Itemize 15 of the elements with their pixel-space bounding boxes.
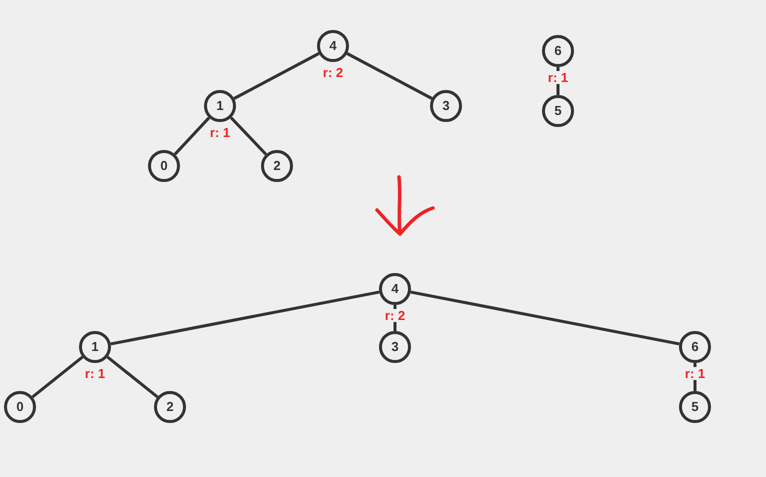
tree-edge xyxy=(32,356,84,398)
rank-label: r: 1 xyxy=(208,126,232,139)
tree-edge xyxy=(556,67,560,95)
rank-label: r: 1 xyxy=(546,71,570,84)
tree-edge xyxy=(110,290,380,346)
rank-label: r: 1 xyxy=(84,367,106,380)
tree-edge xyxy=(410,290,680,346)
rank-label: r: 2 xyxy=(322,66,344,79)
rank-label: r: 1 xyxy=(684,367,706,380)
tree-edge xyxy=(394,305,396,331)
tree-edge xyxy=(230,116,268,156)
rank-label: r: 2 xyxy=(384,309,406,322)
tree-edge xyxy=(694,363,696,391)
tree-edge xyxy=(174,116,210,156)
tree-edge xyxy=(106,356,158,398)
